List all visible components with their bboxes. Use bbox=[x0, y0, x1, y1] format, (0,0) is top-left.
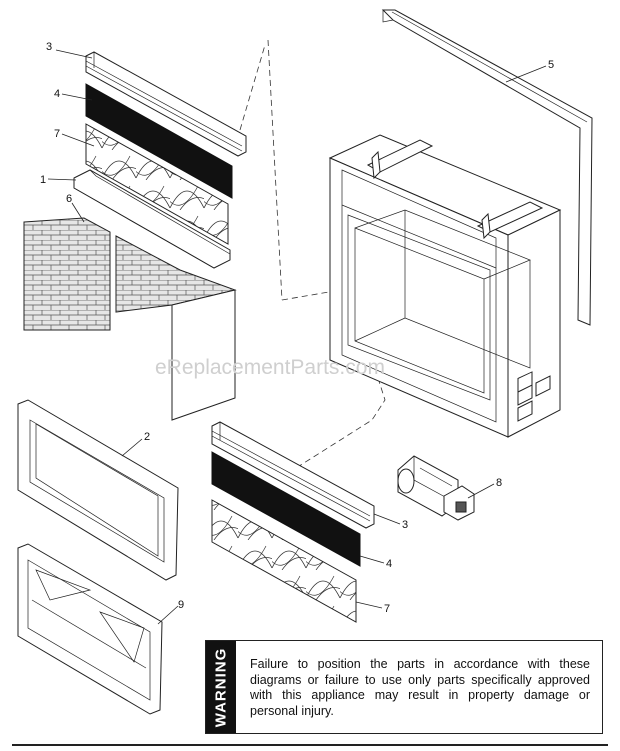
part-2-front-frame bbox=[17, 399, 179, 581]
leader-8 bbox=[467, 483, 495, 499]
callout-7-upper: 7 bbox=[54, 128, 60, 140]
leader-6 bbox=[71, 202, 85, 223]
leader-2 bbox=[121, 438, 143, 457]
callout-8: 8 bbox=[496, 477, 502, 489]
part-7-screen-upper bbox=[85, 123, 229, 245]
part-6-refractory bbox=[23, 217, 237, 421]
callout-3-upper: 3 bbox=[46, 41, 52, 53]
part-4-panel-upper bbox=[85, 83, 233, 199]
leader-5 bbox=[505, 65, 547, 83]
warning-label-tab: WARNING bbox=[206, 641, 236, 733]
callout-9: 9 bbox=[178, 599, 184, 611]
part-9-door bbox=[17, 543, 163, 715]
part-3-louver-lower bbox=[211, 421, 375, 529]
leader-4a bbox=[61, 93, 93, 101]
part-3-louver-upper bbox=[85, 51, 247, 157]
callout-7-lower: 7 bbox=[384, 603, 390, 615]
callout-1: 1 bbox=[40, 174, 46, 186]
callout-4-upper: 4 bbox=[54, 88, 60, 100]
warning-text: Failure to position the parts in accorda… bbox=[250, 657, 590, 718]
callout-6: 6 bbox=[66, 193, 72, 205]
warning-label: WARNING bbox=[212, 647, 230, 727]
firebox-cabinet bbox=[328, 134, 562, 438]
alignment-line-lower bbox=[295, 377, 386, 469]
callout-5: 5 bbox=[548, 59, 554, 71]
leader-9 bbox=[157, 605, 179, 625]
leader-7b bbox=[355, 601, 383, 609]
leader-7a bbox=[61, 133, 95, 147]
leader-4b bbox=[359, 555, 385, 564]
part-8-burner bbox=[397, 455, 475, 521]
part-5-surround bbox=[381, 9, 593, 326]
bottom-rule bbox=[12, 744, 608, 746]
callout-3-lower: 3 bbox=[402, 519, 408, 531]
watermark: eReplacementParts.com bbox=[155, 356, 385, 379]
part-4-panel-lower bbox=[211, 451, 361, 567]
callout-4-lower: 4 bbox=[386, 558, 392, 570]
part-7-screen-lower bbox=[211, 499, 357, 623]
callout-2: 2 bbox=[144, 431, 150, 443]
warning-box: WARNING Failure to position the parts in… bbox=[205, 640, 603, 734]
leader-1 bbox=[47, 178, 77, 181]
leader-3b bbox=[373, 513, 401, 525]
part-1-hood bbox=[73, 169, 231, 269]
leader-3a bbox=[55, 49, 93, 59]
